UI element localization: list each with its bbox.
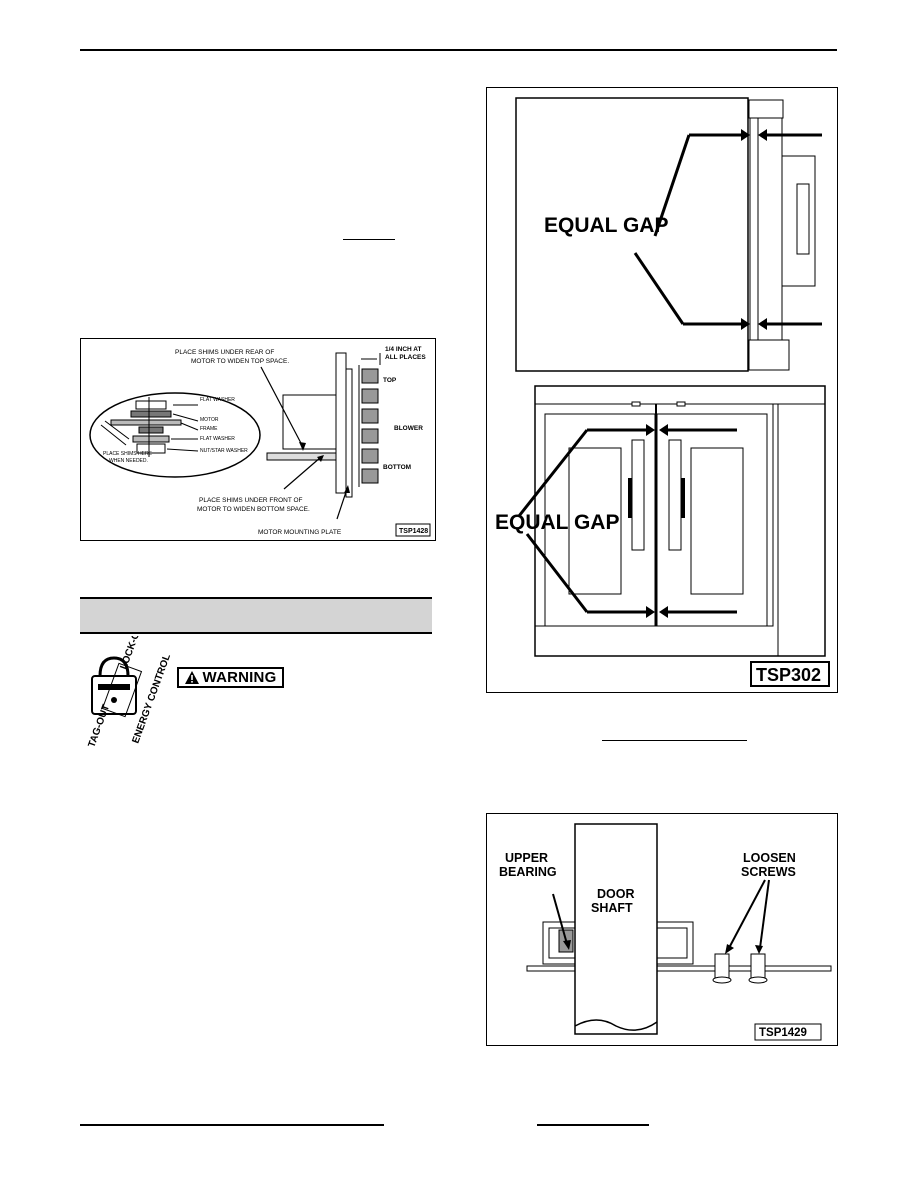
lock-out-text: LOCK-OUT: [118, 636, 146, 671]
door-gap-diagram: EQUAL GAP EQUAL GAP TSP302: [495, 97, 830, 687]
label-widen-top: MOTOR TO WIDEN TOP SPACE.: [191, 358, 289, 365]
label-door: DOOR: [597, 887, 635, 901]
header-rule: [80, 49, 837, 51]
label-shims-rear: PLACE SHIMS UNDER REAR OF: [175, 349, 274, 356]
lockout-tagout-icon: LOCK-OUT TAG-OUT ENERGY CONTROL: [80, 618, 173, 749]
label-bottom: BOTTOM: [383, 464, 411, 471]
label-flat-washer: FLAT WASHER: [200, 397, 235, 403]
label-when-needed: WHEN NEEDED.: [109, 458, 148, 464]
label-shaft: SHAFT: [591, 901, 633, 915]
text-underline: [602, 740, 747, 741]
warning-triangle-icon: [184, 670, 199, 684]
label-bearing: BEARING: [499, 865, 557, 879]
label-mounting-plate: MOTOR MOUNTING PLATE: [258, 529, 342, 536]
door-gap-figure: EQUAL GAP EQUAL GAP TSP302: [486, 87, 838, 693]
label-blower: BLOWER: [394, 425, 423, 432]
label-place-shims-here: PLACE SHIMS HERE: [103, 451, 153, 457]
label-nut-star-washer: NUT/STAR WASHER: [200, 448, 248, 454]
footer-rule: [80, 1124, 384, 1126]
label-screws: SCREWS: [741, 865, 796, 879]
motor-shim-diagram: FLAT WASHER MOTOR FRAME FLAT WASHER NUT/…: [89, 346, 431, 537]
section-heading-band: [80, 597, 432, 634]
padlock-tag-icon: LOCK-OUT TAG-OUT ENERGY CONTROL: [86, 618, 173, 749]
label-flat-washer-2: FLAT WASHER: [200, 436, 235, 442]
label-loosen: LOOSEN: [743, 851, 796, 865]
label-all-places: ALL PLACES: [385, 354, 426, 361]
equal-gap-label-bottom: EQUAL GAP: [495, 511, 619, 534]
label-shims-front: PLACE SHIMS UNDER FRONT OF: [199, 497, 303, 504]
label-top: TOP: [383, 377, 397, 384]
figure-id-tsp1429: TSP1429: [759, 1027, 807, 1039]
motor-shim-figure: FLAT WASHER MOTOR FRAME FLAT WASHER NUT/…: [80, 338, 436, 541]
label-quarter-inch: 1/4 INCH AT: [385, 346, 422, 353]
door-bearing-figure: UPPER BEARING DOOR SHAFT LOOSEN SCREWS T…: [486, 813, 838, 1046]
text-underline: [343, 239, 395, 240]
footer-rule: [537, 1124, 649, 1126]
tag-out-text: TAG-OUT: [86, 703, 112, 748]
equal-gap-label-top: EQUAL GAP: [544, 214, 668, 237]
figure-id-tsp302: TSP302: [756, 665, 821, 685]
label-upper: UPPER: [505, 851, 548, 865]
label-motor: MOTOR: [200, 417, 219, 423]
label-frame: FRAME: [200, 426, 218, 432]
label-widen-bottom: MOTOR TO WIDEN BOTTOM SPACE.: [197, 506, 310, 513]
door-bearing-diagram: UPPER BEARING DOOR SHAFT LOOSEN SCREWS T…: [499, 823, 832, 1041]
warning-badge: WARNING: [177, 667, 284, 688]
figure-id-tsp1428: TSP1428: [399, 528, 428, 535]
warning-label: WARNING: [202, 669, 277, 686]
